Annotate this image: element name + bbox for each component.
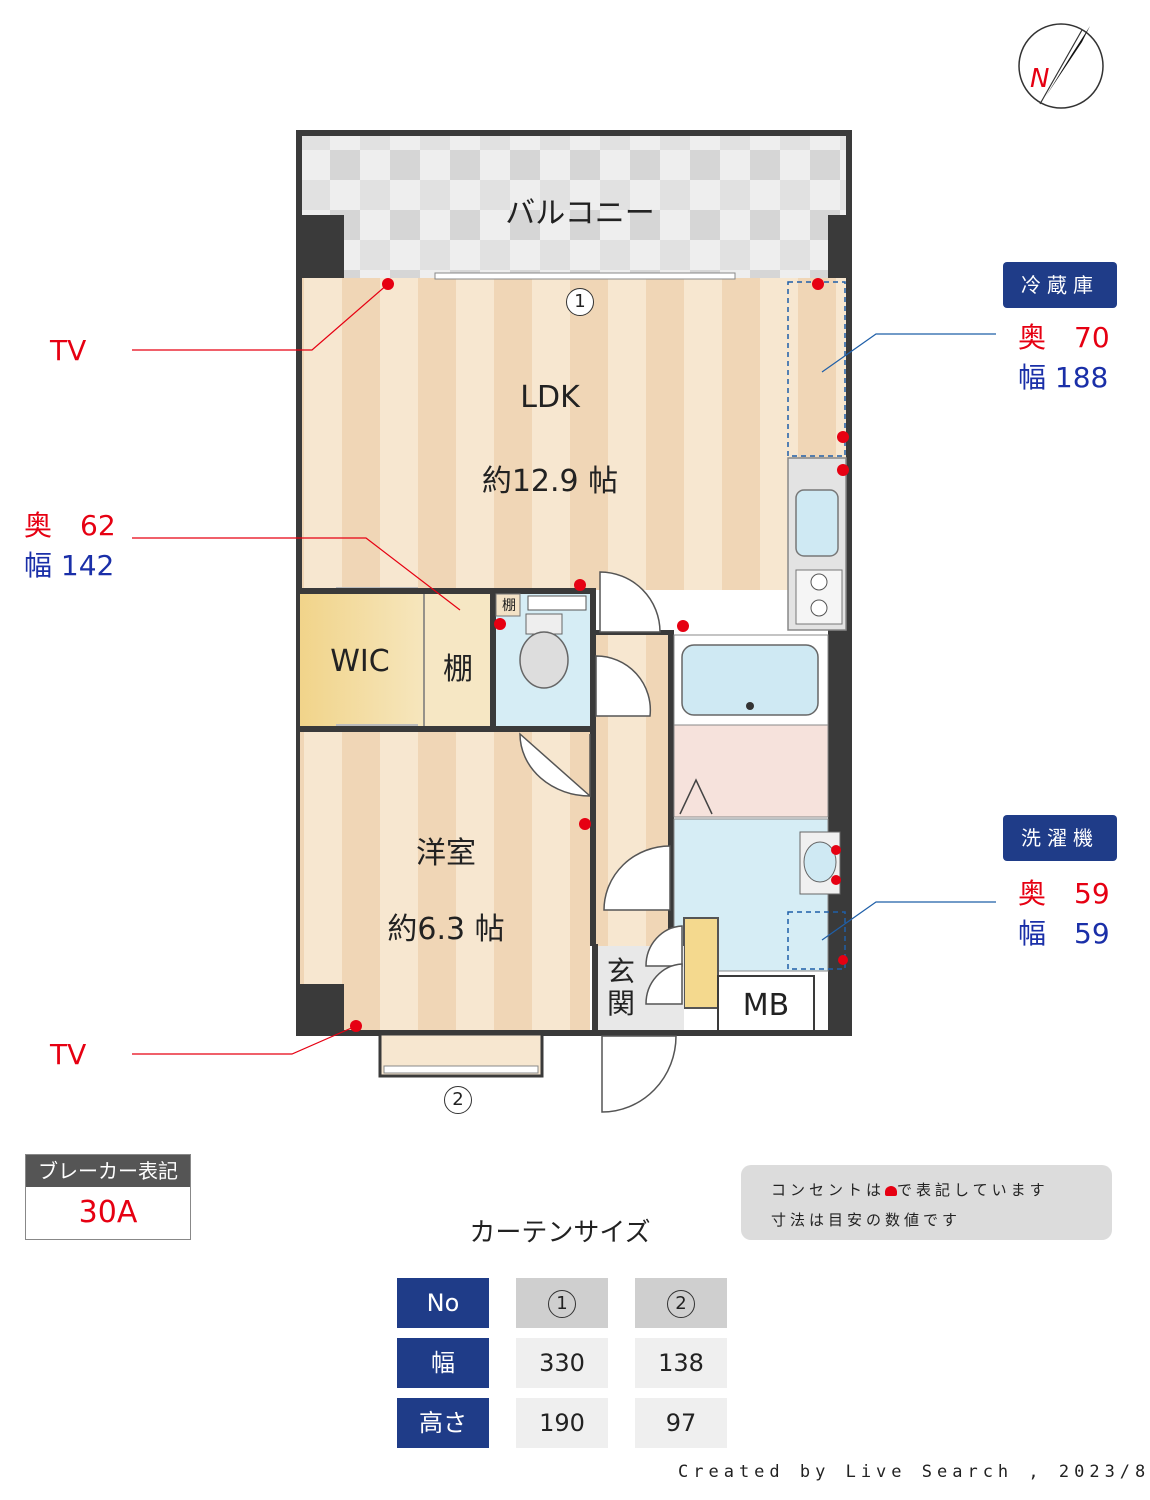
balcony-area [300,133,850,278]
tv-top-leader [132,283,389,351]
fridge-width: 幅 188 [1018,361,1109,394]
curtain-header-no: No [397,1278,489,1328]
wic-label: WIC [330,644,390,679]
fridge-leader [821,333,996,373]
breaker-box: ブレーカー表記 30A [25,1154,191,1240]
kitchen-sink [795,489,839,557]
fridge-tag: 冷蔵庫 [1003,262,1117,308]
curtain-header-width: 幅 [397,1338,489,1388]
bathtub [681,644,819,716]
shelf-label: 棚 [443,652,473,687]
notes-box: コンセントはで表記しています 寸法は目安の数値です [741,1165,1112,1240]
tv-label-top: TV [50,334,87,367]
floor-plan [132,23,1104,1113]
wic-depth: 奥 62 [24,509,116,542]
wic-width: 幅 142 [24,549,115,582]
breaker-title: ブレーカー表記 [26,1155,190,1187]
outlet-marker-icon [885,1185,898,1196]
window-marker-1: 1 [566,288,594,316]
entrance-label: 玄関 [606,955,635,1020]
toilet-bowl [519,631,569,689]
curtain-header-height: 高さ [397,1398,489,1448]
curtain-no-1: 1 [516,1278,608,1328]
breaker-value: 30A [78,1195,138,1230]
note-line-1: コンセントはで表記しています [771,1181,1049,1199]
wic-leader [132,537,461,611]
curtain-width-1: 330 [516,1338,608,1388]
curtain-height-2: 97 [635,1398,727,1448]
balcony-label: バルコニー [505,196,655,231]
western-label: 洋室 [416,836,476,871]
credit-text: Created by Live Search , 2023/8 [678,1462,1150,1482]
fridge-depth: 奥 70 [1018,321,1110,354]
curtain-height-1: 190 [516,1398,608,1448]
tv-label-bottom: TV [50,1038,87,1071]
toilet-shelf-label: 棚 [502,598,516,614]
curtain-no-2: 2 [635,1278,727,1328]
washer-leader [821,901,996,941]
western-size: 約6.3 帖 [387,912,505,947]
washer-depth: 奥 59 [1018,877,1110,910]
note-line-2: 寸法は目安の数値です [771,1211,962,1229]
ldk-floor [300,278,850,590]
mb-label: MB [742,988,790,1023]
window-marker-2: 2 [444,1086,472,1114]
curtain-width-2: 138 [635,1338,727,1388]
compass-icon [1018,23,1104,109]
western-room-floor [300,732,590,1034]
ldk-label: LDK [520,380,580,415]
washer-tag: 洗濯機 [1003,815,1117,861]
tv-bottom-leader [132,1025,357,1055]
curtain-title: カーテンサイズ [469,1218,651,1248]
washer-space [787,911,846,970]
washer-width: 幅 59 [1018,917,1110,950]
ldk-size: 約12.9 帖 [481,464,619,499]
compass-north-label: N [1030,64,1050,94]
mb-box [717,975,815,1035]
wic-floor [300,592,424,726]
